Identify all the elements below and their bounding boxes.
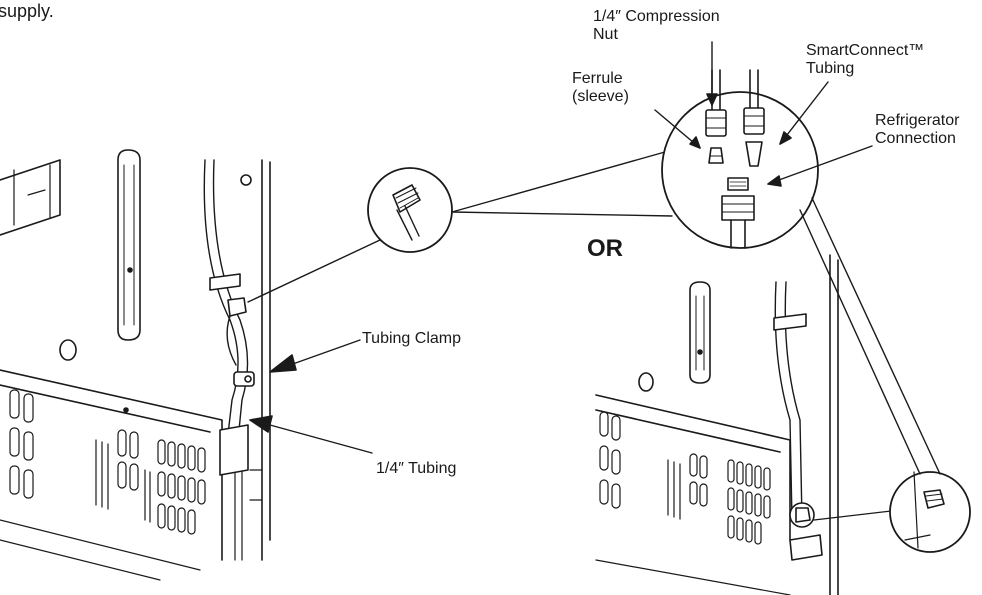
- intro-text: supply.: [0, 1, 54, 21]
- left-refrigerator-back: [0, 149, 271, 581]
- label-quarter-inch-tubing: 1/4″ Tubing: [376, 460, 457, 477]
- label-or: OR: [587, 235, 623, 262]
- right-refrigerator-back: [595, 254, 901, 595]
- label-smartconnect-tubing: SmartConnect™ Tubing: [806, 42, 925, 77]
- label-ferrule: Ferrule (sleeve): [572, 70, 629, 105]
- fitting-detail-circle: [661, 69, 819, 249]
- right-zoom-circle: [889, 471, 971, 553]
- label-tubing-clamp: Tubing Clamp: [362, 330, 462, 347]
- left-zoom-circle: [367, 167, 453, 253]
- label-refrigerator-connection: Refrigerator Connection: [875, 112, 960, 147]
- label-compression-nut: 1/4″ Compression Nut: [593, 8, 720, 43]
